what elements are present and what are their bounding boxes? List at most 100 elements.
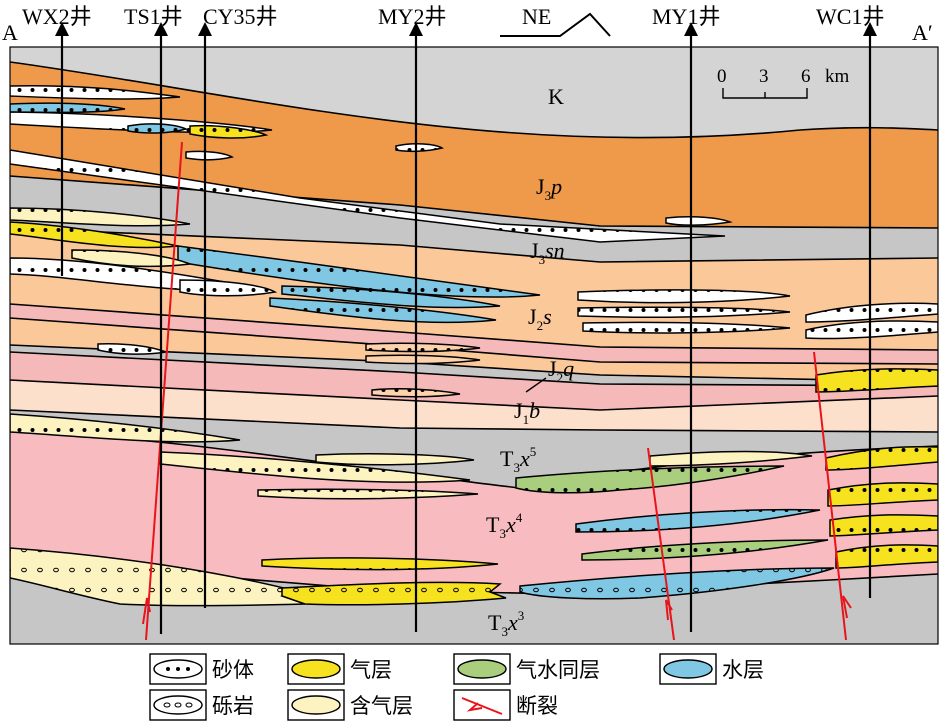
fault-icon: [461, 697, 503, 715]
sand-lens: [366, 343, 480, 352]
gasbearing-lens: [316, 453, 474, 465]
well-label: MY2井: [378, 4, 446, 29]
formation-label-t3x3: T3x3: [488, 608, 524, 639]
formation-label-j2s: J2s: [528, 304, 552, 333]
sand-lens: [186, 151, 232, 160]
water-lens: [10, 103, 125, 113]
gaswater-lens: [582, 540, 828, 560]
formation-leader-line: [525, 377, 547, 393]
well-label: WX2井: [22, 4, 92, 29]
fault-arrow: [665, 599, 673, 621]
legend-label-sand: 砂体: [212, 658, 254, 682]
gasbearing-lens: [10, 208, 190, 226]
legend-label-gaswater: 气水同层: [516, 658, 600, 682]
gaswater-lens: [516, 466, 784, 493]
well-arrow-icon: [684, 22, 698, 36]
sand-lens: [396, 143, 442, 152]
scale-tick-label: 3: [759, 66, 769, 87]
wells: [55, 22, 877, 634]
layer-j2q: [10, 352, 938, 410]
sand-lens: [98, 343, 166, 355]
layer-j3p: [10, 62, 938, 228]
sand-lens: [578, 307, 790, 318]
legend-label-gasbearing: 含气层: [350, 694, 413, 718]
scale-tick-label: 0: [717, 66, 727, 87]
legend-dot: [166, 667, 170, 671]
scale-tick-label: 6: [801, 66, 811, 87]
fault-arrow: [842, 595, 852, 619]
layer-j3sn: [10, 176, 938, 262]
sand-lens: [666, 216, 730, 226]
fault-arrow: [142, 597, 151, 625]
sand-lens: [366, 355, 480, 364]
sand-lens: [806, 303, 938, 322]
water-lens: [178, 246, 540, 298]
well-arrow-icon: [55, 22, 69, 36]
gas-lens: [836, 544, 938, 568]
well-label: MY1井: [652, 4, 720, 29]
conglomerate-gasbearing: [10, 548, 305, 606]
north-arrow-label: NE: [522, 4, 551, 29]
formation-label-j3p: J3p: [536, 174, 562, 203]
legend-swatch-water-shape: [663, 659, 713, 679]
well-arrow-icon: [154, 22, 168, 36]
lenses: [10, 84, 938, 607]
formation-label-j2q: J2q: [548, 356, 574, 385]
well-arrow-icon: [863, 22, 877, 36]
well-label: CY35井: [203, 4, 278, 29]
fault-line: [813, 351, 847, 641]
conglomerate-gas: [282, 582, 506, 605]
sand-bed: [10, 150, 725, 242]
well-label: TS1井: [124, 4, 183, 29]
legend-swatch-gaswater-shape: [457, 659, 507, 679]
water-lens: [282, 286, 500, 308]
legend-ring: [174, 702, 182, 708]
gas-lens: [10, 222, 178, 248]
gas-lens: [828, 482, 938, 506]
layer-j2s-pinkband: [10, 304, 938, 364]
formation-label-t3x4: T3x4: [486, 510, 523, 541]
legend-ring: [163, 702, 171, 708]
north-arrow-icon: [500, 12, 611, 37]
legend-label-fault: 断裂: [516, 694, 558, 718]
legend-dot: [176, 667, 180, 671]
gas-lens: [190, 125, 266, 138]
gasbearing-lens: [10, 414, 240, 442]
layer-t3x5-shale: [10, 410, 938, 488]
fault-line: [145, 141, 183, 641]
endpoint-right-label: A′: [912, 20, 933, 45]
well-arrow-icon: [409, 22, 423, 36]
conglomerate-water: [520, 568, 834, 599]
legend-dot: [186, 667, 190, 671]
legend-label-water: 水层: [722, 658, 764, 682]
top-labels: A WX2井 TS1井 CY35井 MY2井 MY1井 WC1井 A′ NE 0…: [2, 4, 933, 99]
sand-lens: [806, 320, 938, 339]
gas-lens: [262, 557, 498, 570]
water-lens: [128, 123, 186, 134]
section-frame: [9, 46, 939, 645]
endpoint-left-label: A: [2, 20, 18, 45]
sand-lens: [10, 85, 180, 99]
gas-lens: [830, 514, 938, 536]
gasbearing-lens: [160, 452, 470, 483]
well-label: WC1井: [816, 4, 884, 29]
legend-swatch-gasbearing-shape: [291, 695, 341, 715]
legend: 砂体 气层 气水同层 水层 砾岩 含气层 断裂: [149, 653, 764, 721]
faults: [142, 141, 852, 641]
gasbearing-lens: [258, 489, 478, 499]
scale-unit: km: [825, 66, 850, 87]
water-lens: [270, 298, 496, 323]
gas-lens: [826, 446, 938, 470]
strata: [10, 47, 938, 644]
formation-label-k: K: [548, 84, 564, 109]
sand-lens: [578, 289, 790, 303]
scale-bar-line: [722, 88, 808, 99]
layer-j1b: [10, 380, 938, 432]
water-lens: [576, 509, 820, 532]
gas-lens: [816, 368, 938, 392]
well-arrow-icon: [198, 22, 212, 36]
sand-lens: [583, 322, 790, 333]
formation-labels: K J3p J3sn J2s J2q J1b T3x5 T3x4 T3x3: [486, 84, 574, 639]
legend-label-gas: 气层: [350, 658, 392, 682]
legend-swatch-conglomerate-shape: [153, 695, 203, 715]
